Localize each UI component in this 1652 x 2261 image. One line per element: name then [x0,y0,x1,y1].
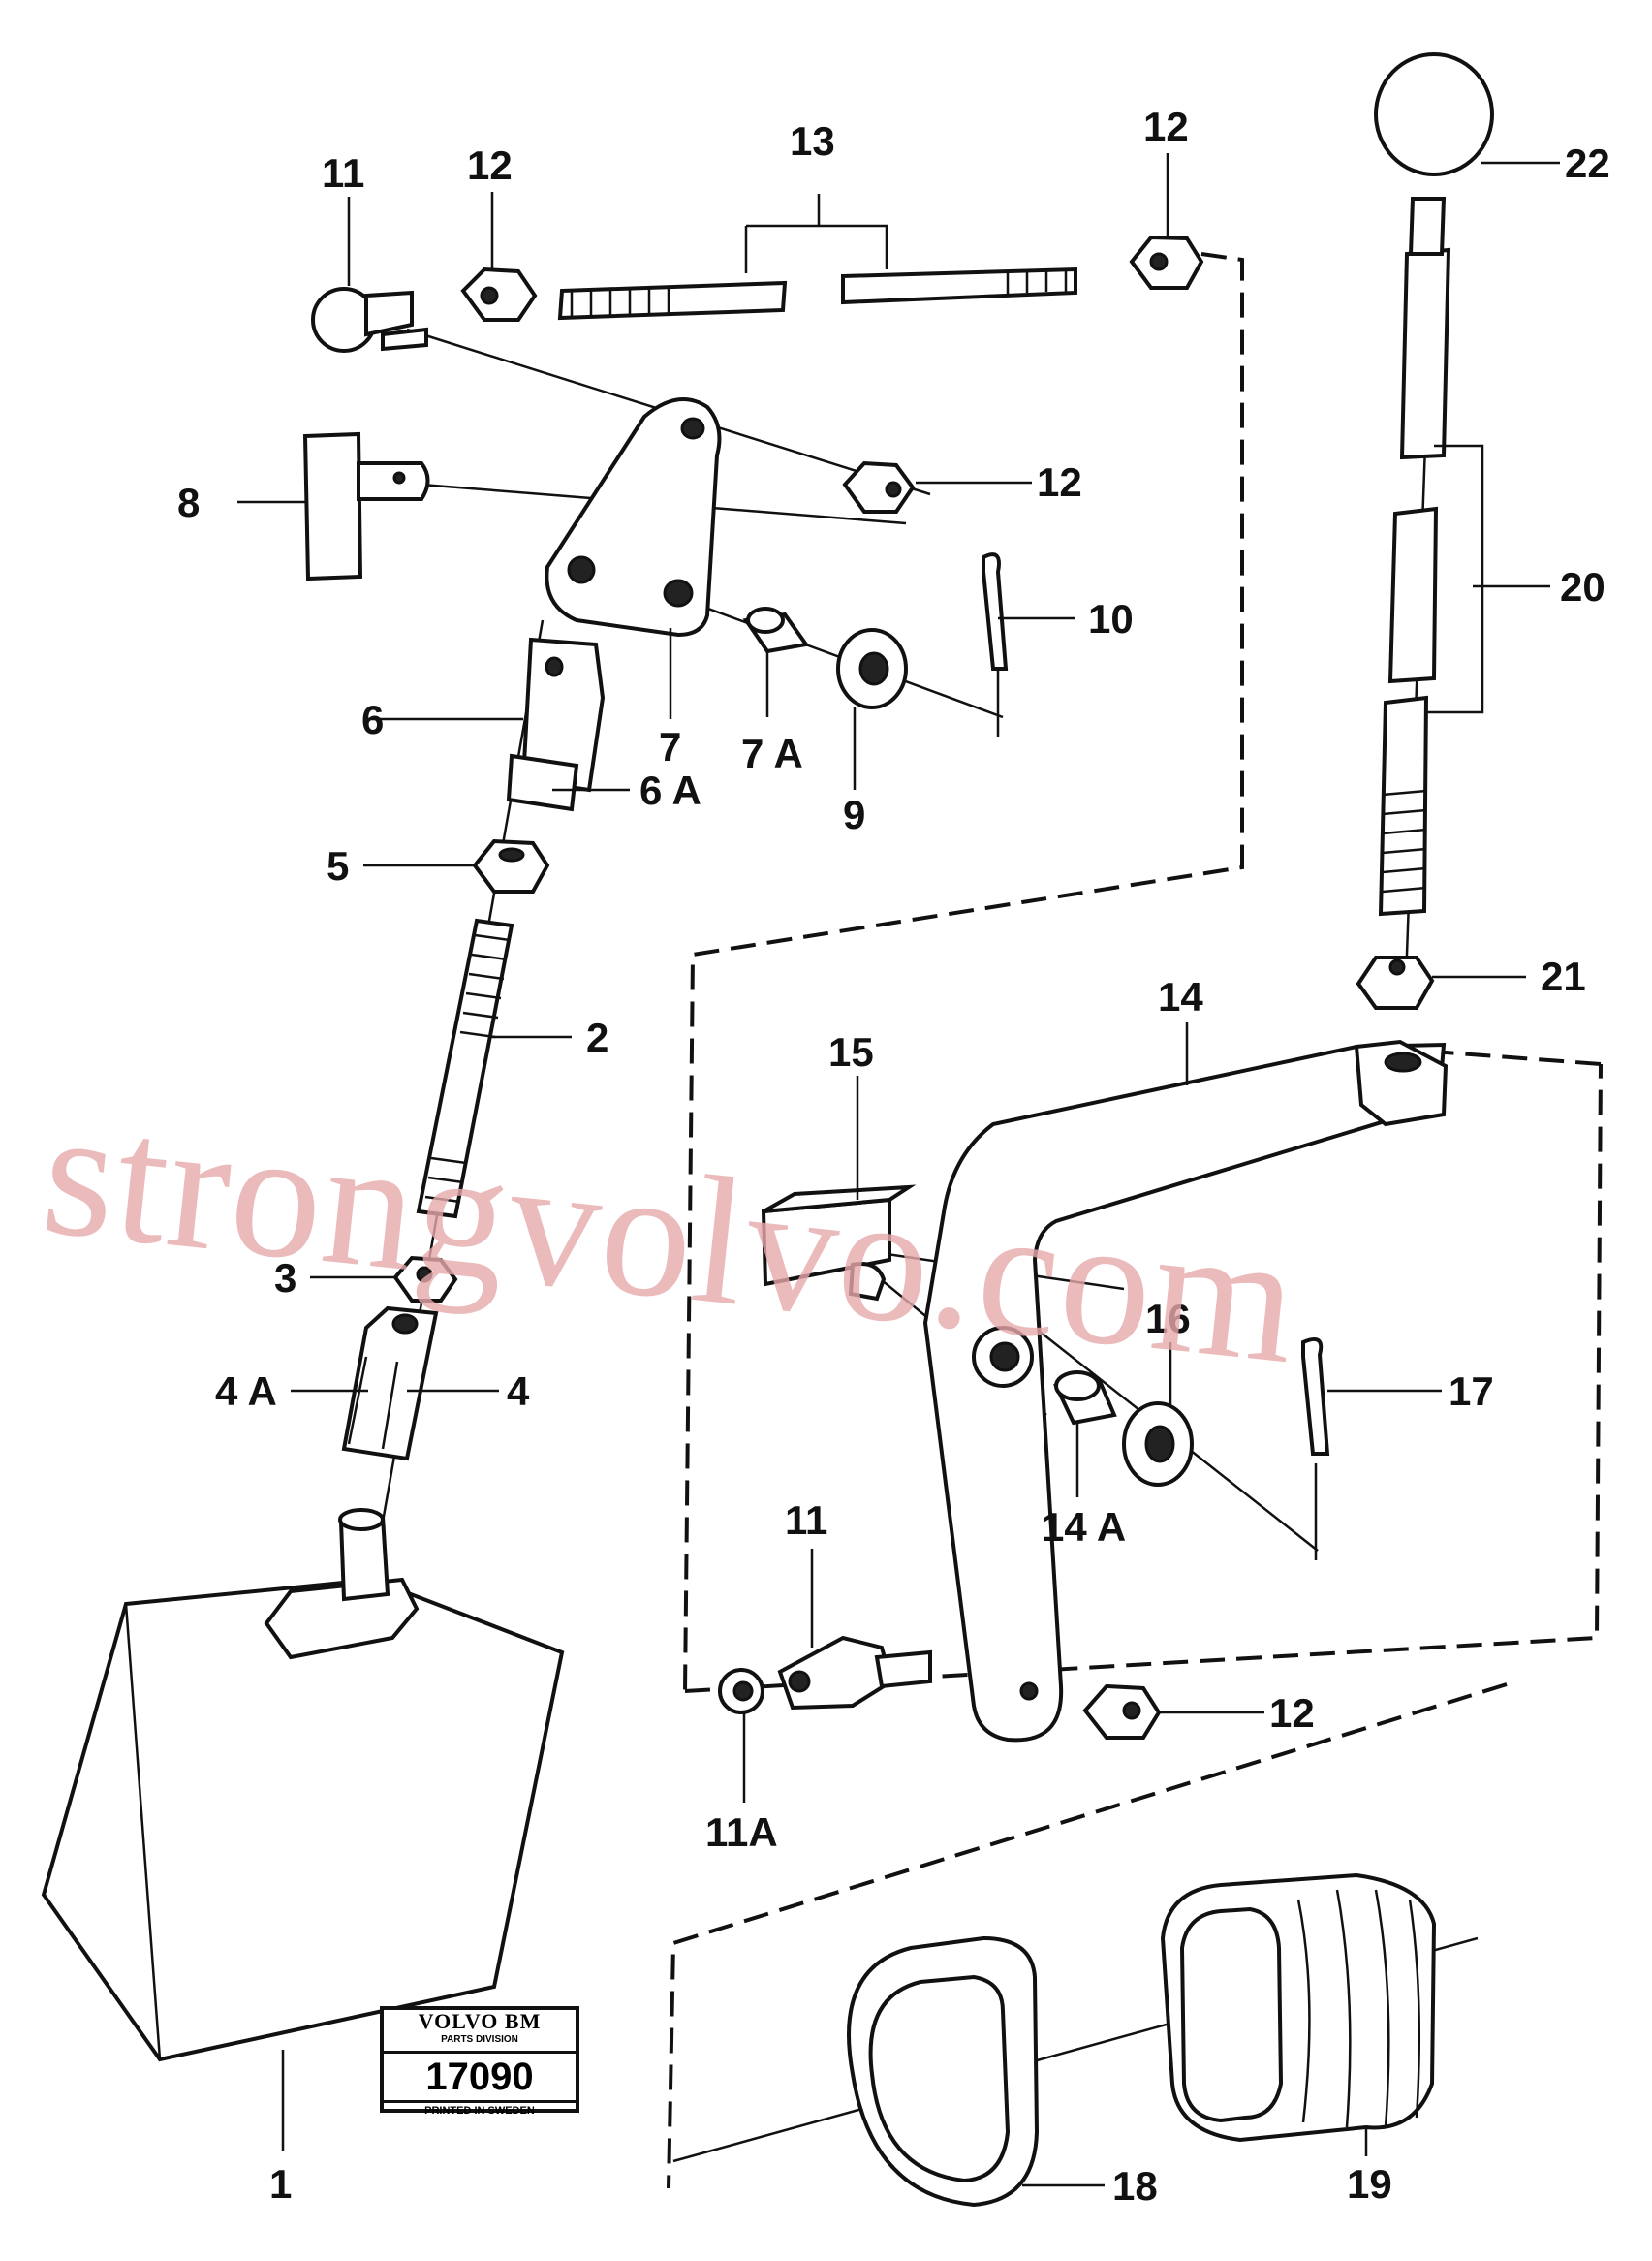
leader-lines [237,153,1560,2187]
seal-ring-18 [847,1935,1040,2208]
label-2: 2 [586,1015,608,1060]
washer-11a [718,1668,764,1714]
label-19: 19 [1347,2161,1392,2207]
label-22: 22 [1565,141,1610,186]
label-12-c: 12 [1037,459,1082,505]
stamp-header: VOLVO BM PARTS DIVISION [384,2010,576,2054]
pivot-pin-8 [302,431,430,581]
lever-plate-7 [545,397,722,638]
label-6: 6 [361,697,384,742]
label-1: 1 [269,2161,292,2207]
hex-nut-12-b [1129,235,1204,290]
label-4: 4 [507,1368,530,1414]
rubber-boot-19 [1160,1872,1437,2143]
stamp-number: 17090 [384,2054,576,2103]
label-5: 5 [327,843,349,889]
rod-assembly [557,267,1077,321]
label-21: 21 [1541,954,1586,999]
ball-joint-11-top [311,287,428,353]
part-labels: 11 12 13 12 22 12 8 10 20 6 7 7 A 6 A 9 … [177,104,1610,2209]
threaded-rod-2 [416,918,514,1219]
label-11a: 11A [705,1809,778,1855]
cotter-pin-10 [982,552,1009,671]
mounting-block-15 [761,1184,917,1302]
ball-joint-11-bottom [777,1635,932,1711]
label-12-d: 12 [1269,1690,1315,1736]
label-7a: 7 A [741,731,803,776]
label-14a: 14 A [1042,1504,1126,1550]
washer-16 [1122,1401,1194,1487]
l-lever-14 [922,1039,1449,1743]
label-9: 9 [843,792,865,837]
parts-stamp: VOLVO BM PARTS DIVISION 17090 PRINTED IN… [380,2006,579,2117]
bushing-7a [742,607,810,654]
label-18: 18 [1112,2163,1158,2209]
label-17: 17 [1449,1368,1494,1414]
clevis-4 [341,1305,439,1461]
knob-22 [1374,52,1494,176]
washer-9 [836,628,908,709]
label-8: 8 [177,480,200,525]
label-15: 15 [828,1029,874,1075]
label-4a: 4 A [215,1368,277,1414]
gear-lever-20 [1378,197,1451,917]
label-11-bottom: 11 [785,1497,827,1543]
cotter-pin-17 [1301,1337,1330,1456]
label-12-b: 12 [1143,104,1189,149]
label-20: 20 [1560,564,1605,610]
hex-nut-12-c [842,460,916,514]
stamp-division: PARTS DIVISION [441,2034,518,2045]
label-10: 10 [1088,596,1134,642]
label-7: 7 [659,724,681,769]
clevis-6 [506,637,606,812]
hex-nut-3 [392,1255,458,1303]
hex-nut-5 [472,838,550,894]
label-14: 14 [1158,974,1203,1020]
label-16: 16 [1145,1296,1191,1341]
bushing-14a [1052,1370,1117,1426]
hex-nut-21 [1356,956,1435,1010]
hex-nut-12-a [460,267,538,322]
stamp-footer: PRINTED IN SWEDEN [424,2105,535,2117]
stamp-brand: VOLVO BM [418,2009,542,2033]
label-12-a: 12 [467,142,513,188]
label-3: 3 [274,1255,296,1301]
label-11-top: 11 [322,150,364,196]
label-6a: 6 A [639,768,701,813]
label-13: 13 [790,118,835,164]
gearbox-block-1 [41,1508,565,2062]
hex-nut-12-d [1082,1683,1162,1740]
